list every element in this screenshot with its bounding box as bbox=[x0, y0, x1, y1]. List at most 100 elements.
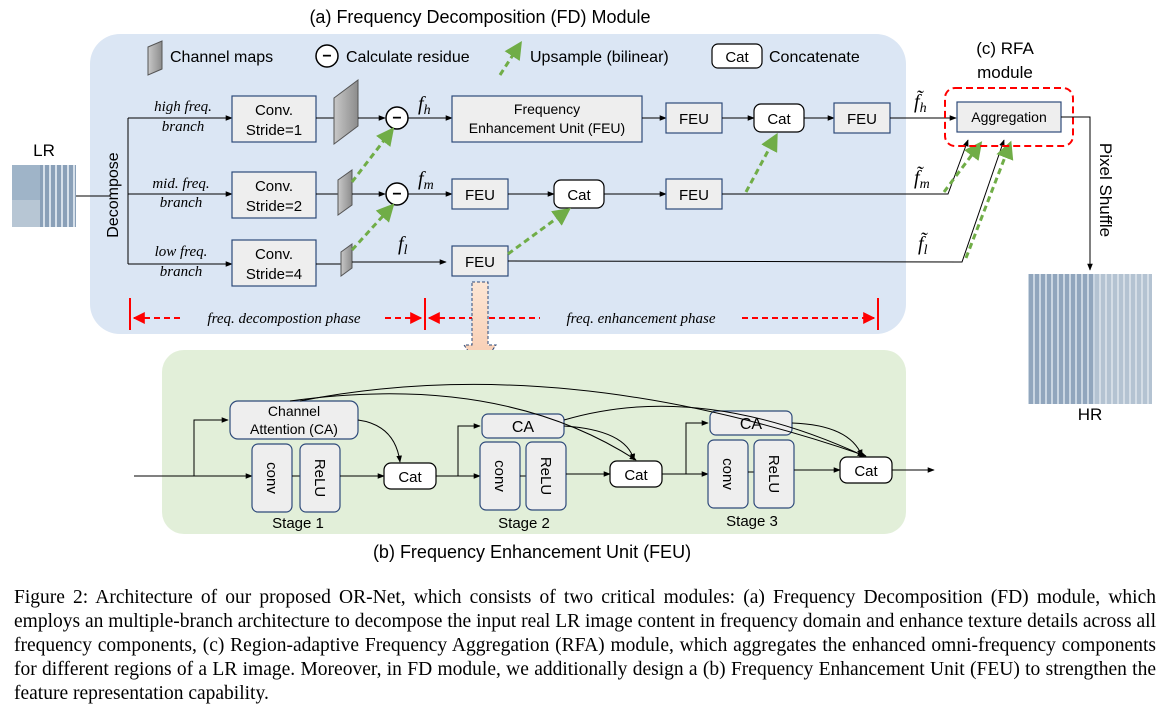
stage2-label: Stage 2 bbox=[498, 515, 550, 532]
svg-text:Aggregation: Aggregation bbox=[971, 109, 1047, 125]
svg-text:ReLU: ReLU bbox=[537, 457, 554, 495]
rfa-title-1: (c) RFA bbox=[976, 39, 1034, 58]
feature-fm: fm bbox=[418, 168, 434, 193]
residue-high: − bbox=[385, 106, 409, 130]
svg-text:Stride=4: Stride=4 bbox=[246, 266, 302, 283]
channel-map-mid bbox=[337, 169, 353, 216]
legend-concatenate: Concatenate bbox=[769, 49, 860, 66]
upsample-arrow-mid-to-high bbox=[350, 127, 395, 183]
legend-channel-maps: Channel maps bbox=[170, 49, 273, 66]
feu-module-title: (b) Frequency Enhancement Unit (FEU) bbox=[373, 542, 691, 562]
svg-text:−: − bbox=[392, 186, 401, 203]
svg-text:Stride=2: Stride=2 bbox=[246, 198, 302, 215]
pixel-shuffle-label: Pixel Shuffle bbox=[1096, 143, 1115, 237]
stage2-relu: ReLU bbox=[525, 441, 567, 511]
stage2-conv: conv bbox=[479, 441, 521, 511]
svg-text:Enhancement Unit (FEU): Enhancement Unit (FEU) bbox=[469, 120, 625, 136]
phase-decomposition-label: freq. decompostion phase bbox=[207, 311, 361, 327]
upsample-arrow-mid-to-rfa bbox=[942, 141, 983, 193]
channel-map-low bbox=[340, 243, 353, 277]
svg-text:conv: conv bbox=[491, 460, 508, 492]
stage3-label: Stage 3 bbox=[726, 513, 778, 530]
lr-label: LR bbox=[33, 141, 55, 160]
freq-enh-unit-box: Frequency Enhancement Unit (FEU) bbox=[451, 95, 643, 143]
conv-box-mid: Conv. Stride=2 bbox=[231, 171, 317, 219]
svg-text:f̃m: f̃m bbox=[914, 165, 930, 192]
svg-text:CA: CA bbox=[512, 419, 535, 436]
svg-text:Conv.: Conv. bbox=[255, 246, 293, 263]
channel-map-legend-icon bbox=[147, 40, 163, 76]
stage3-conv: conv bbox=[707, 439, 749, 509]
feu-high-1: FEU bbox=[665, 102, 723, 134]
svg-text:FEU: FEU bbox=[679, 111, 709, 128]
mid-branch-label-1: mid. freq. bbox=[152, 176, 209, 192]
stage3-cat: Cat bbox=[839, 456, 893, 484]
output-fl-tilde: f̃l bbox=[918, 231, 928, 258]
cat-legend-box bbox=[711, 43, 763, 69]
svg-text:Conv.: Conv. bbox=[255, 102, 293, 119]
svg-text:FEU: FEU bbox=[679, 187, 709, 204]
upsample-arrow-mid-to-high-cat bbox=[744, 132, 778, 193]
svg-text:Cat: Cat bbox=[854, 463, 878, 480]
svg-text:fl: fl bbox=[398, 233, 408, 258]
conv-box-low: Conv. Stride=4 bbox=[231, 239, 317, 287]
figure-caption: Figure 2: Architecture of our proposed O… bbox=[14, 587, 1156, 704]
hr-label: HR bbox=[1078, 405, 1103, 424]
feu-mid-1: FEU bbox=[451, 178, 509, 210]
channel-map-high bbox=[333, 79, 359, 145]
feu-mid-2: FEU bbox=[665, 178, 723, 210]
svg-text:−: − bbox=[392, 110, 401, 127]
stage1-label: Stage 1 bbox=[272, 515, 324, 532]
high-branch-label-1: high freq. bbox=[154, 99, 212, 115]
svg-text:Stride=1: Stride=1 bbox=[246, 122, 302, 139]
svg-text:Channel: Channel bbox=[268, 403, 320, 419]
decompose-label: Decompose bbox=[105, 152, 122, 237]
svg-text:Cat: Cat bbox=[398, 469, 422, 486]
svg-text:FEU: FEU bbox=[465, 187, 495, 204]
fd-module-title: (a) Frequency Decomposition (FD) Module bbox=[309, 7, 650, 27]
stage1-cat: Cat bbox=[383, 462, 437, 490]
residue-legend-icon bbox=[315, 44, 339, 68]
svg-text:conv: conv bbox=[263, 462, 280, 494]
svg-text:Frequency: Frequency bbox=[514, 101, 580, 117]
stage1-conv: conv bbox=[251, 443, 293, 513]
svg-text:f̃h: f̃h bbox=[914, 89, 927, 116]
rfa-title-2: module bbox=[977, 63, 1033, 82]
lr-image bbox=[12, 165, 76, 227]
hr-image bbox=[1028, 274, 1152, 404]
stage1-relu: ReLU bbox=[299, 443, 341, 513]
legend-residue: Calculate residue bbox=[346, 49, 470, 66]
svg-text:FEU: FEU bbox=[465, 254, 495, 271]
output-fh-tilde: f̃h bbox=[914, 89, 927, 116]
feature-fh: fh bbox=[418, 93, 431, 118]
svg-text:fh: fh bbox=[418, 93, 431, 118]
legend-cat-box-label: Cat bbox=[725, 49, 749, 66]
low-branch-label-1: low freq. bbox=[155, 244, 208, 260]
svg-text:ReLU: ReLU bbox=[311, 459, 328, 497]
svg-text:Attention (CA): Attention (CA) bbox=[250, 421, 338, 437]
cat-mid: Cat bbox=[553, 179, 605, 209]
svg-text:Conv.: Conv. bbox=[255, 178, 293, 195]
svg-text:conv: conv bbox=[719, 458, 736, 490]
legend-upsample: Upsample (bilinear) bbox=[530, 49, 669, 66]
svg-text:fm: fm bbox=[418, 168, 434, 193]
upsample-legend-icon bbox=[498, 40, 522, 76]
stage3-relu: ReLU bbox=[753, 439, 795, 509]
channel-attention-box: Channel Attention (CA) bbox=[229, 400, 359, 440]
svg-text:Cat: Cat bbox=[767, 111, 791, 128]
upsample-arrow-low-to-rfa bbox=[964, 140, 1014, 259]
branch-tree bbox=[127, 117, 232, 265]
upsample-arrow-low-to-mid-cat bbox=[507, 207, 571, 256]
stage2-cat: Cat bbox=[609, 460, 663, 488]
rfa-dashed-frame bbox=[944, 87, 1074, 147]
feu-low: FEU bbox=[451, 245, 509, 277]
feature-fl: fl bbox=[398, 233, 408, 258]
low-branch-label-2: branch bbox=[160, 264, 203, 280]
high-branch-label-2: branch bbox=[162, 119, 205, 135]
mid-branch-label-2: branch bbox=[160, 195, 203, 211]
conv-box-high: Conv. Stride=1 bbox=[231, 95, 317, 143]
feu-high-2: FEU bbox=[833, 102, 891, 134]
svg-text:Cat: Cat bbox=[567, 187, 591, 204]
cat-high: Cat bbox=[753, 103, 805, 133]
